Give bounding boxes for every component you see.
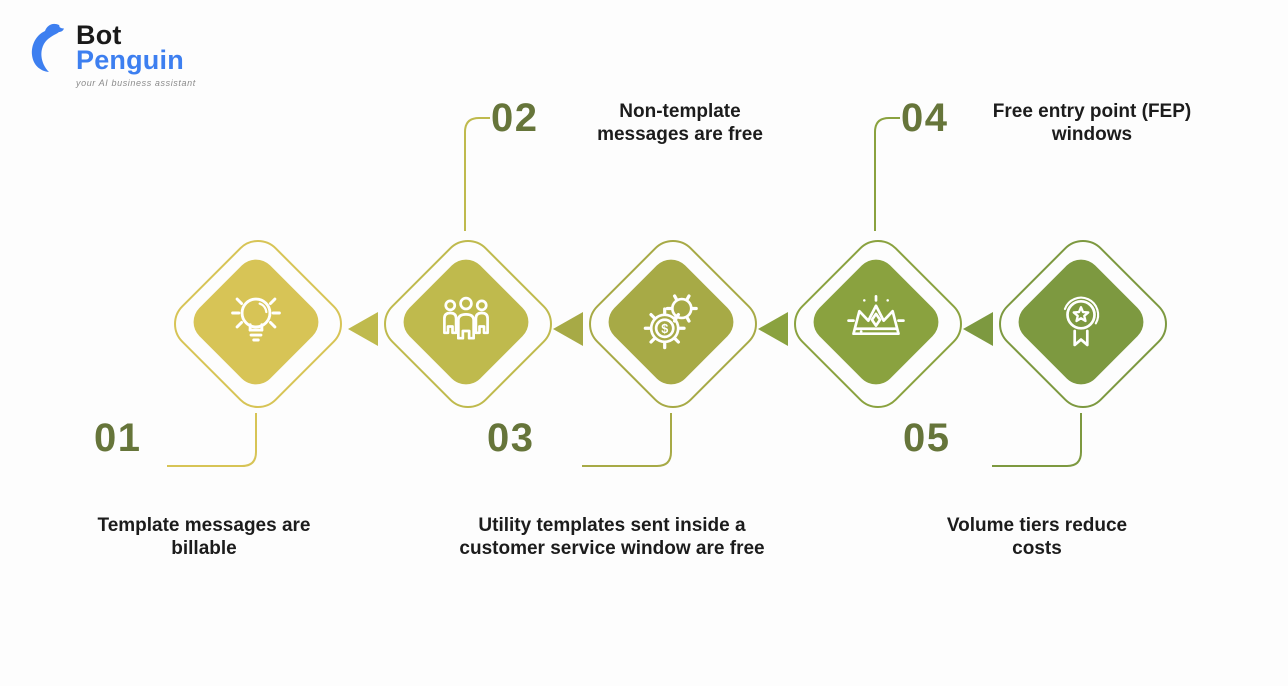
step4-number: 04 — [901, 96, 949, 140]
arrow-left-icon — [348, 312, 378, 346]
connector-step5 — [992, 413, 1082, 467]
logo-tagline: your AI business assistant — [76, 78, 196, 88]
step3-number: 03 — [487, 416, 535, 460]
step2-number: 02 — [491, 96, 539, 140]
gears-dollar-icon: $ — [643, 294, 698, 350]
lightbulb-icon — [231, 297, 281, 342]
connector-step4 — [874, 117, 900, 231]
step3-label: Utility templates sent inside a customer… — [459, 515, 765, 560]
step1-number: 01 — [94, 416, 142, 460]
arrow-left-icon — [553, 312, 583, 346]
penguin-icon — [31, 23, 64, 72]
step5-number: 05 — [903, 416, 951, 460]
logo-text-penguin: Penguin — [76, 45, 184, 75]
step5-label: Volume tiers reduce costs — [946, 515, 1128, 560]
arrow-left-icon — [963, 312, 993, 346]
logo-text-bot: Bot — [76, 20, 122, 50]
step1-diamond — [185, 251, 327, 393]
step5-diamond — [1010, 251, 1152, 393]
step3-diamond: $ — [600, 251, 742, 393]
connector-step3 — [582, 413, 672, 467]
step1-label: Template messages are billable — [97, 515, 311, 560]
step4-diamond — [805, 251, 947, 393]
connector-step2 — [464, 117, 490, 231]
connector-step1 — [167, 413, 257, 467]
botpenguin-logo: Bot Penguin your AI business assistant — [28, 22, 196, 88]
arrow-left-icon — [758, 312, 788, 346]
step4-label: Free entry point (FEP) windows — [992, 101, 1192, 146]
step2-diamond — [395, 251, 537, 393]
crown-icon — [847, 295, 905, 336]
people-group-icon — [443, 296, 489, 340]
award-ribbon-icon — [1063, 296, 1100, 347]
dollar-sign-icon: $ — [661, 322, 668, 336]
step2-label: Non-template messages are free — [597, 101, 763, 146]
